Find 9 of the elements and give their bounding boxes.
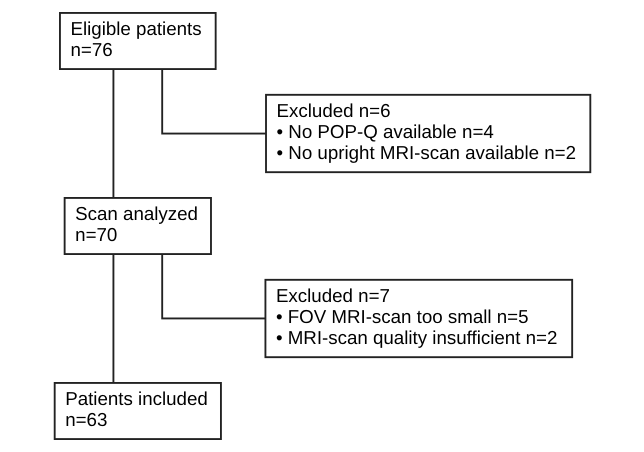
node-box: Scan analyzed n=70 [63,196,212,256]
connector [112,70,114,198]
connector [160,69,266,134]
connector [112,254,114,383]
node-box: Patients included n=63 [53,382,222,440]
node-box: Excluded n=7 • FOV MRI-scan too small n=5 • MRI-scan quality insufficient n=2 [264,278,573,358]
node-box: Eligible patients n=76 [58,12,216,70]
node-box: Excluded n=6 • No POP-Q available n=4 • No upright MRI-scan available n=2 [264,94,591,174]
connector [160,254,265,320]
